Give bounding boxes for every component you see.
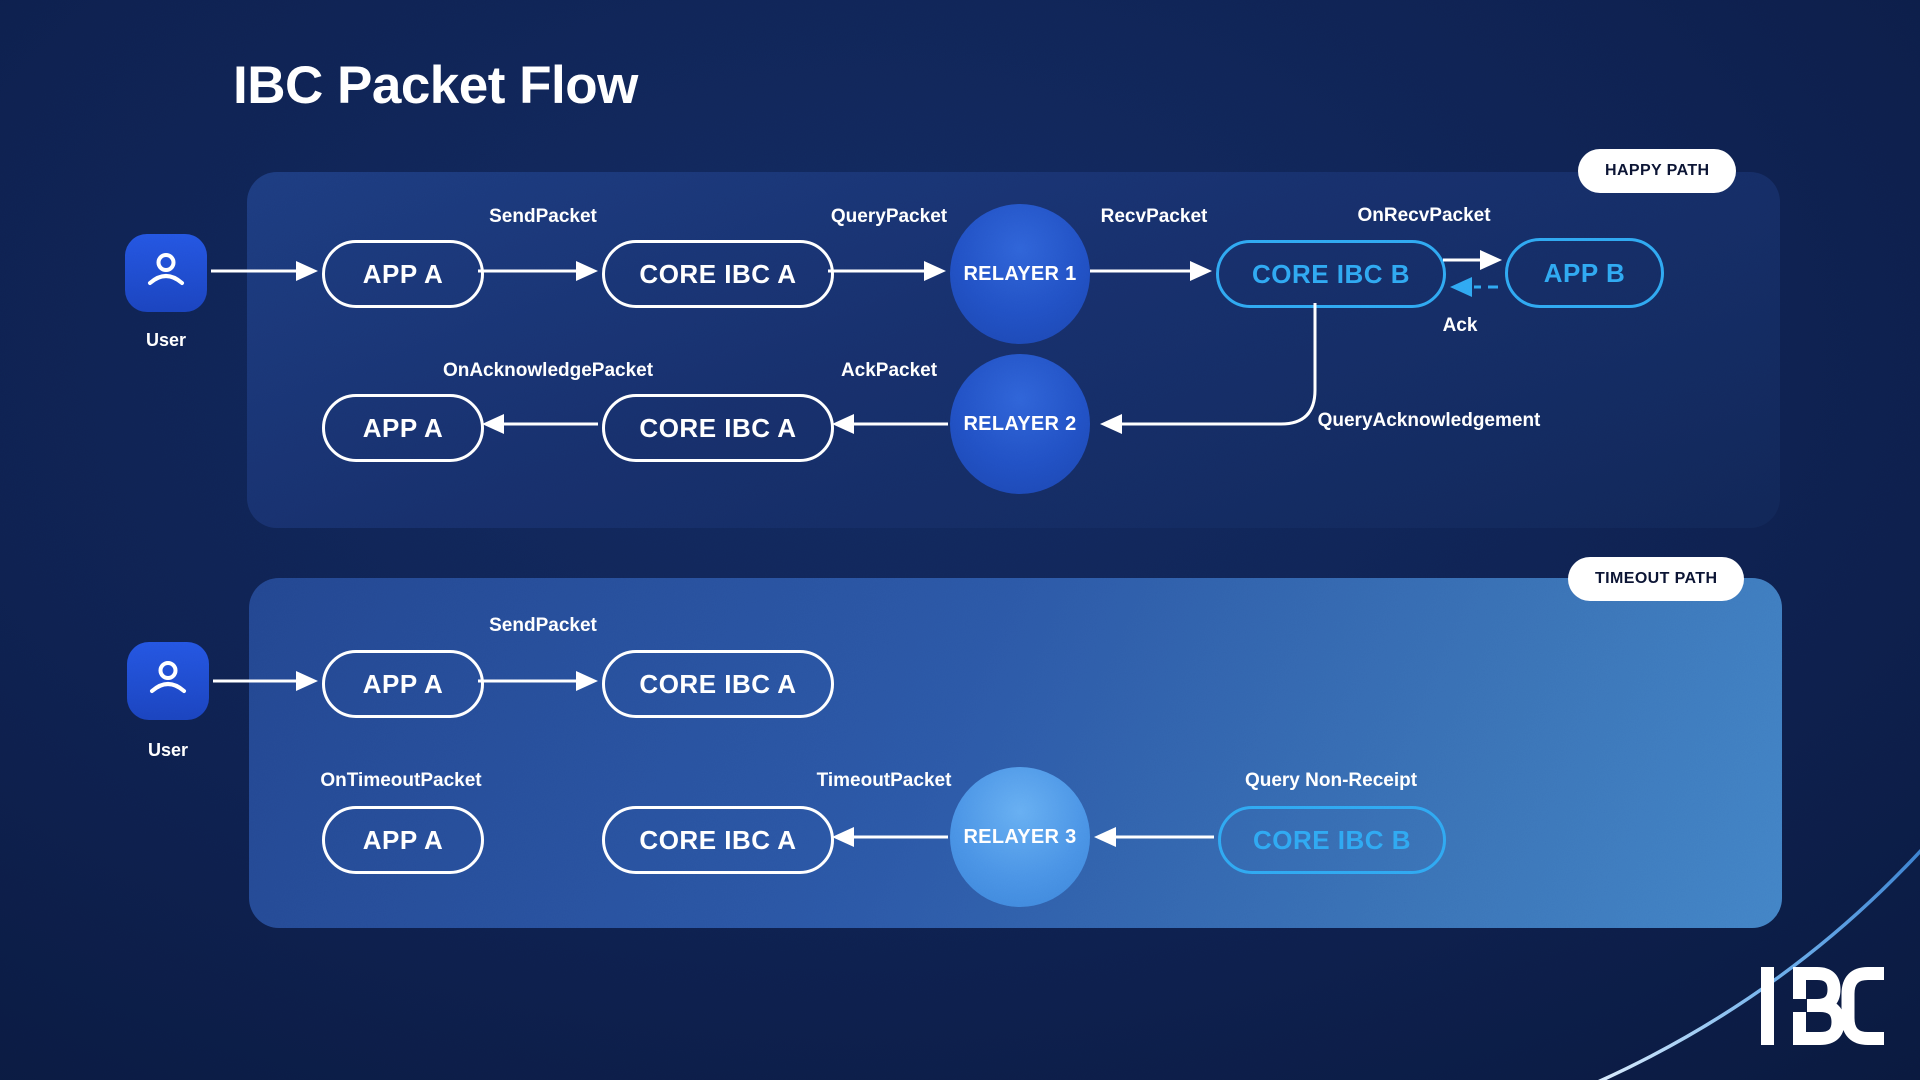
node-app-a-happy-2: APP A	[322, 394, 484, 462]
happy-path-badge: HAPPY PATH	[1578, 149, 1737, 193]
user-icon	[144, 655, 192, 708]
user-avatar-happy	[125, 234, 207, 312]
node-app-a-timeout-1: APP A	[322, 650, 484, 718]
ibc-logo	[1761, 967, 1884, 1045]
node-app-b: APP B	[1505, 238, 1664, 308]
node-core-ibc-a-timeout-2: CORE IBC A	[602, 806, 834, 874]
label-on-timeout-packet: OnTimeoutPacket	[320, 770, 482, 791]
node-relayer-1: RELAYER 1	[950, 204, 1090, 344]
user-label-timeout: User	[147, 740, 189, 760]
node-relayer-2: RELAYER 2	[950, 354, 1090, 494]
label-query-non-receipt: Query Non-Receipt	[1244, 770, 1418, 791]
label-on-recv-packet: OnRecvPacket	[1357, 205, 1491, 226]
user-icon	[142, 247, 190, 300]
node-core-ibc-a-happy-1: CORE IBC A	[602, 240, 834, 308]
label-ack-packet: AckPacket	[840, 360, 938, 381]
node-core-ibc-a-happy-2: CORE IBC A	[602, 394, 834, 462]
user-avatar-timeout	[127, 642, 209, 720]
label-query-acknowledgement: QueryAcknowledgement	[1317, 410, 1541, 431]
user-label-happy: User	[145, 330, 187, 350]
label-query-packet: QueryPacket	[830, 206, 948, 227]
timeout-path-badge: TIMEOUT PATH	[1568, 557, 1745, 601]
page-title: IBC Packet Flow	[233, 56, 638, 115]
label-send-packet-timeout: SendPacket	[489, 615, 597, 636]
node-core-ibc-b-timeout: CORE IBC B	[1218, 806, 1446, 874]
node-app-a-happy-1: APP A	[322, 240, 484, 308]
node-relayer-3: RELAYER 3	[950, 767, 1090, 907]
label-send-packet-happy: SendPacket	[489, 206, 597, 227]
node-core-ibc-a-timeout-1: CORE IBC A	[602, 650, 834, 718]
label-timeout-packet: TimeoutPacket	[816, 770, 952, 791]
node-core-ibc-b-happy: CORE IBC B	[1216, 240, 1446, 308]
label-ack: Ack	[1442, 315, 1478, 336]
node-app-a-timeout-2: APP A	[322, 806, 484, 874]
label-recv-packet: RecvPacket	[1100, 206, 1208, 227]
label-on-acknowledge-packet: OnAcknowledgePacket	[442, 360, 654, 381]
